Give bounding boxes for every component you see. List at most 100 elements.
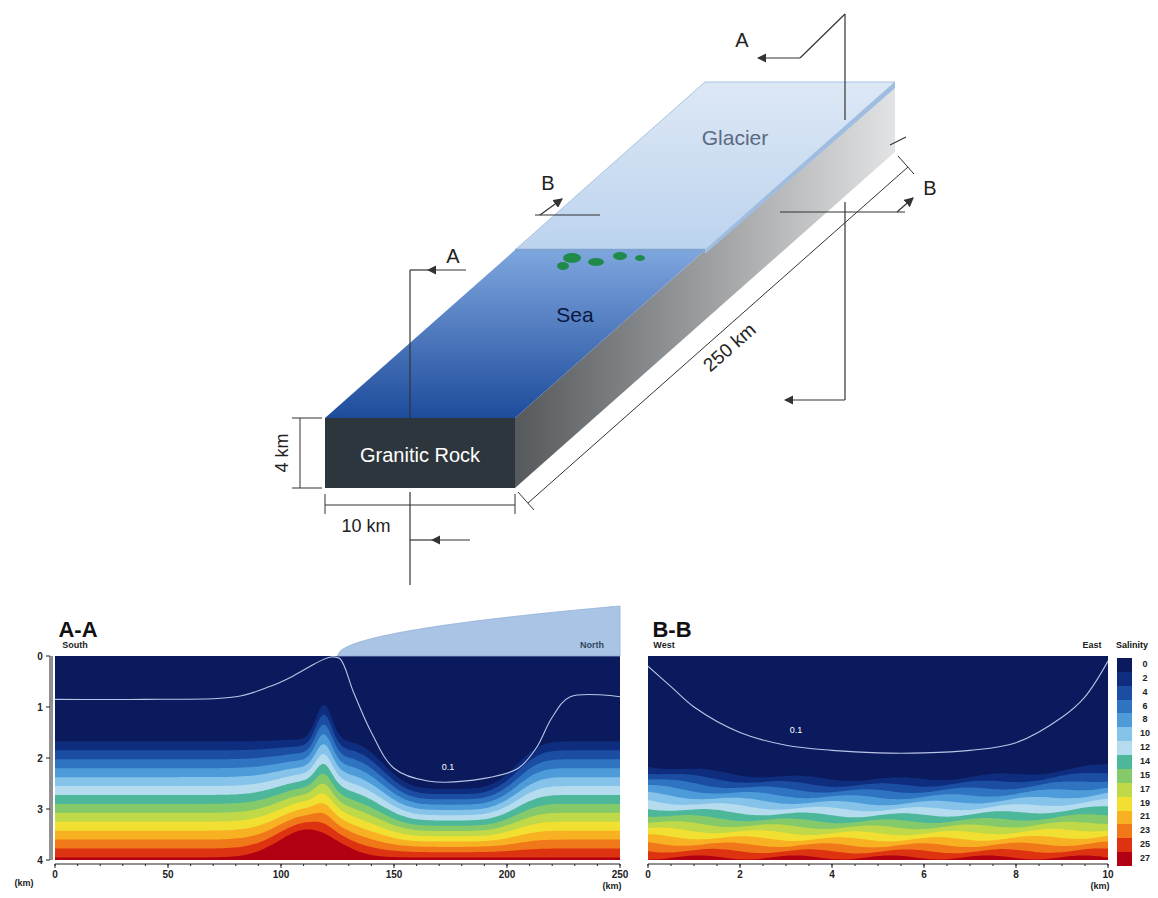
legend-label: 27 [1140, 854, 1150, 864]
axis-number: 4 [37, 855, 43, 866]
axis-minor-tick [213, 864, 214, 866]
salinity-band [648, 792, 1108, 860]
legend-title: Salinity [1116, 641, 1148, 651]
axis-number: 6 [921, 869, 927, 880]
axis-minor-tick [145, 864, 146, 866]
salinity-band [648, 656, 1108, 860]
salinity-band [648, 773, 1108, 860]
salinity-band [648, 799, 1108, 860]
axis-number: 8 [1013, 869, 1019, 880]
section-arrow [897, 198, 913, 212]
axis-minor-tick [1062, 864, 1063, 866]
axis-minor-tick [258, 864, 259, 866]
glacier-front [515, 249, 705, 252]
dimension-line [300, 418, 301, 488]
axis-minor-tick [855, 864, 856, 866]
dimension-tick [325, 494, 326, 514]
section-tick [890, 137, 906, 145]
axis-minor-tick [552, 864, 553, 866]
section-line [535, 214, 600, 215]
salinity-band [55, 829, 620, 860]
salinity-band [55, 715, 620, 860]
axis-minor-tick [901, 864, 902, 866]
glacier-profile [338, 606, 621, 656]
dimension-tick [518, 492, 534, 510]
legend-swatch [1117, 672, 1132, 686]
salinity-band [648, 828, 1108, 860]
legend-swatch [1117, 769, 1132, 783]
section-arrow [785, 399, 845, 400]
legend-label: 25 [1140, 840, 1150, 850]
axis-minor-tick [763, 864, 764, 866]
salinity-band [648, 848, 1108, 860]
legend-swatch [1117, 824, 1132, 838]
salinity-band [55, 656, 620, 860]
salinity-band [55, 803, 620, 860]
axis-minor-tick [281, 864, 282, 866]
section-arrow [540, 199, 562, 215]
axis-number: 200 [499, 869, 516, 880]
axes [46, 656, 1108, 868]
axis-minor-tick [809, 864, 810, 866]
axis-number: 1 [37, 702, 43, 713]
section-line [800, 14, 845, 58]
dimension-lines [292, 156, 914, 514]
section-line [844, 14, 845, 120]
section-lines [410, 14, 913, 585]
axis-minor-tick [717, 864, 718, 866]
section-title: A-A [58, 618, 97, 642]
axis-minor-tick [484, 864, 485, 866]
section-title: B-B [652, 618, 691, 642]
axis-minor-tick [507, 864, 508, 866]
section-b-salinity-field [648, 656, 1108, 860]
isoline [648, 661, 1108, 753]
axis-minor-tick [993, 864, 994, 866]
legend-swatch [1117, 727, 1132, 741]
salinity-band [55, 764, 620, 860]
dimension-line [325, 505, 515, 506]
axis-minor-tick [461, 864, 462, 866]
legend-swatch [1117, 686, 1132, 700]
salinity-band [648, 764, 1108, 860]
island [635, 255, 645, 261]
section-marker: A [735, 29, 748, 51]
axis-minor-tick [832, 864, 833, 866]
axis-minor-tick [1085, 864, 1086, 866]
legend-swatch [1117, 755, 1132, 769]
section-arrow [432, 539, 470, 540]
salinity-band [648, 821, 1108, 860]
axis-tick [46, 809, 50, 810]
dimension-line [528, 167, 908, 503]
section-line [409, 492, 410, 585]
axis-tick [507, 864, 508, 868]
axis-tick [46, 758, 50, 759]
section-marker: A [446, 245, 459, 267]
region-label: Sea [556, 303, 593, 326]
salinity-band [55, 793, 620, 860]
axis-tick [740, 864, 741, 868]
axis-minor-tick [694, 864, 695, 866]
axis-number: 0 [37, 651, 43, 662]
legend-label: 15 [1140, 771, 1150, 781]
section-line [780, 211, 905, 212]
dimension-label: 10 km [341, 517, 390, 537]
legend-swatch [1117, 741, 1132, 755]
legend-label: 10 [1140, 729, 1150, 739]
legend-label: 21 [1140, 813, 1150, 823]
axis-minor-tick [348, 864, 349, 866]
axis-tick [394, 864, 395, 868]
salinity-band [648, 834, 1108, 860]
island [557, 262, 569, 270]
axis-number: 3 [37, 804, 43, 815]
axis-number: 2 [737, 869, 743, 880]
islands [557, 252, 645, 270]
axis-minor-tick [648, 864, 649, 866]
axis-minor-tick [303, 864, 304, 866]
axis-minor-tick [529, 864, 530, 866]
legend-label: 23 [1140, 826, 1150, 836]
direction-label: East [1082, 641, 1101, 651]
dimension-tick [515, 494, 516, 514]
axis-unit: (km) [602, 882, 621, 892]
island [563, 253, 581, 263]
axis-tick [46, 860, 50, 861]
